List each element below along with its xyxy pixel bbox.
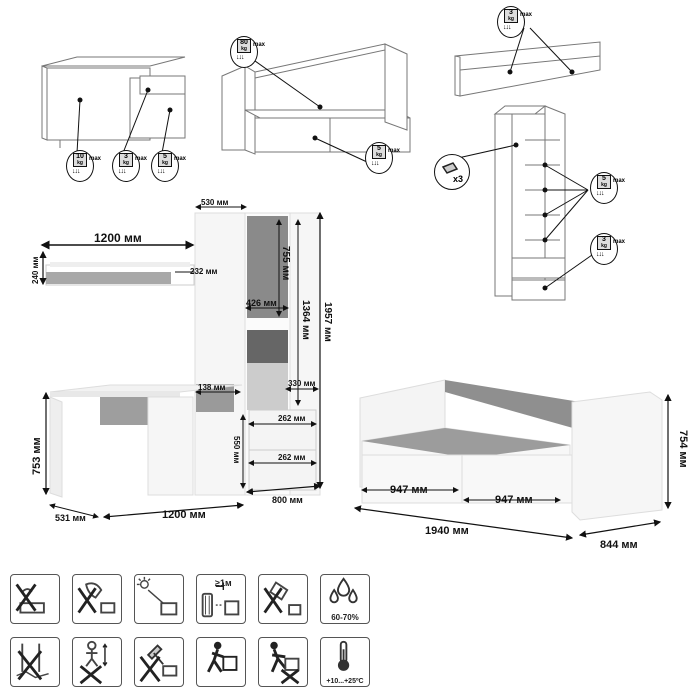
down-arrows-icon: ↓↓↓ xyxy=(596,190,604,197)
load-note: max xyxy=(520,12,533,18)
dim-wardrobe-width: 800 мм xyxy=(272,495,303,505)
bed-render xyxy=(359,379,663,521)
no-sunlight-icon xyxy=(134,574,184,624)
dim-inner-width: 330 мм xyxy=(288,379,315,388)
load-value: 3 xyxy=(124,153,128,160)
load-value: 3 xyxy=(509,9,513,16)
bed-badges xyxy=(247,55,368,163)
load-unit: kg xyxy=(241,46,247,52)
dim-shelf-height: 240 мм xyxy=(31,257,40,284)
dim-bed-length: 1940 мм xyxy=(425,525,469,537)
no-dragging-icon xyxy=(258,637,308,687)
wall-shelf-render xyxy=(45,262,195,286)
wall-shelf-drawing xyxy=(454,41,601,97)
dim-drawer-2: 262 мм xyxy=(278,453,305,462)
load-note: max xyxy=(613,178,626,184)
no-leaning-icon xyxy=(258,574,308,624)
load-unit: kg xyxy=(162,160,168,166)
no-solvent-icon xyxy=(72,574,122,624)
wardrobe-badges xyxy=(457,142,593,291)
two-person-lift-icon xyxy=(196,637,246,687)
wardrobe-line-drawing xyxy=(493,105,566,301)
load-unit: kg xyxy=(601,243,607,249)
down-arrows-icon: ↓↓↓ xyxy=(596,251,604,258)
no-uneven-floor-icon xyxy=(10,637,60,687)
dim-bed-height: 754 мм xyxy=(677,430,689,468)
load-value: 5 xyxy=(163,153,167,160)
dim-total-height: 1957 мм xyxy=(322,302,333,342)
humidity-icon: 60-70% xyxy=(320,574,370,624)
dim-bed-depth: 844 мм xyxy=(600,539,638,551)
load-unit: kg xyxy=(77,160,83,166)
bed-line-drawing xyxy=(221,43,411,155)
down-arrows-icon: ↓↓↓ xyxy=(371,160,379,167)
no-climbing-icon xyxy=(72,637,122,687)
dim-shelf-width: 1200 мм xyxy=(94,231,142,245)
down-arrows-icon: ↓↓↓ xyxy=(503,24,511,31)
hinge-count: x3 xyxy=(453,174,464,184)
load-note: max xyxy=(253,42,266,48)
dim-bed-drawer-2: 947 мм xyxy=(495,494,533,506)
dim-desk-height: 753 мм xyxy=(31,437,43,475)
wall-shelf-badge xyxy=(507,27,575,75)
dim-niche-height: 755 мм xyxy=(280,246,291,280)
dim-wardrobe-depth: 530 мм xyxy=(201,198,228,207)
load-note: max xyxy=(89,156,102,162)
down-arrows-icon: ↓↓↓ xyxy=(236,54,244,61)
load-unit: kg xyxy=(601,182,607,188)
dim-desk-depth: 531 мм xyxy=(55,513,86,523)
load-note: max xyxy=(135,156,148,162)
no-water-icon xyxy=(10,574,60,624)
hinge-icon xyxy=(441,162,459,174)
dim-column-height: 1364 мм xyxy=(300,300,311,340)
load-value: 3 xyxy=(602,236,606,243)
dim-desk-width: 1200 мм xyxy=(162,509,206,521)
load-value: 80 xyxy=(240,39,248,46)
load-unit: kg xyxy=(508,16,514,22)
no-hammer-icon xyxy=(134,637,184,687)
dim-lower-height: 550 мм xyxy=(232,436,241,463)
down-arrows-icon: ↓↓↓ xyxy=(118,168,126,175)
load-value: 5 xyxy=(377,145,381,152)
down-arrows-icon: ↓↓↓ xyxy=(157,168,165,175)
load-unit: kg xyxy=(123,160,129,166)
dim-niche-width: 426 мм xyxy=(246,298,277,308)
dim-shelf-depth: 232 мм xyxy=(190,267,217,276)
desk-line-drawing xyxy=(41,56,186,148)
distance-from-heater-icon: ≥1м xyxy=(196,574,246,624)
down-arrows-icon: ↓↓↓ xyxy=(72,168,80,175)
load-unit: kg xyxy=(376,152,382,158)
dim-drawer-1: 262 мм xyxy=(278,414,305,423)
temperature-label: +10...+25ºC xyxy=(326,678,364,685)
hinge-badge: x3 xyxy=(434,154,470,190)
distance-label: ≥1м xyxy=(215,578,232,588)
load-note: max xyxy=(613,239,626,245)
load-value: 5 xyxy=(602,175,606,182)
load-value: 10 xyxy=(76,153,84,160)
dim-bed-drawer-1: 947 мм xyxy=(390,484,428,496)
load-note: max xyxy=(174,156,187,162)
humidity-label: 60-70% xyxy=(331,613,359,622)
desk-render xyxy=(49,384,243,498)
dim-drawer-top: 138 мм xyxy=(198,383,225,392)
desk-badges xyxy=(76,87,173,154)
temperature-icon: +10...+25ºC xyxy=(320,637,370,687)
load-note: max xyxy=(388,148,401,154)
